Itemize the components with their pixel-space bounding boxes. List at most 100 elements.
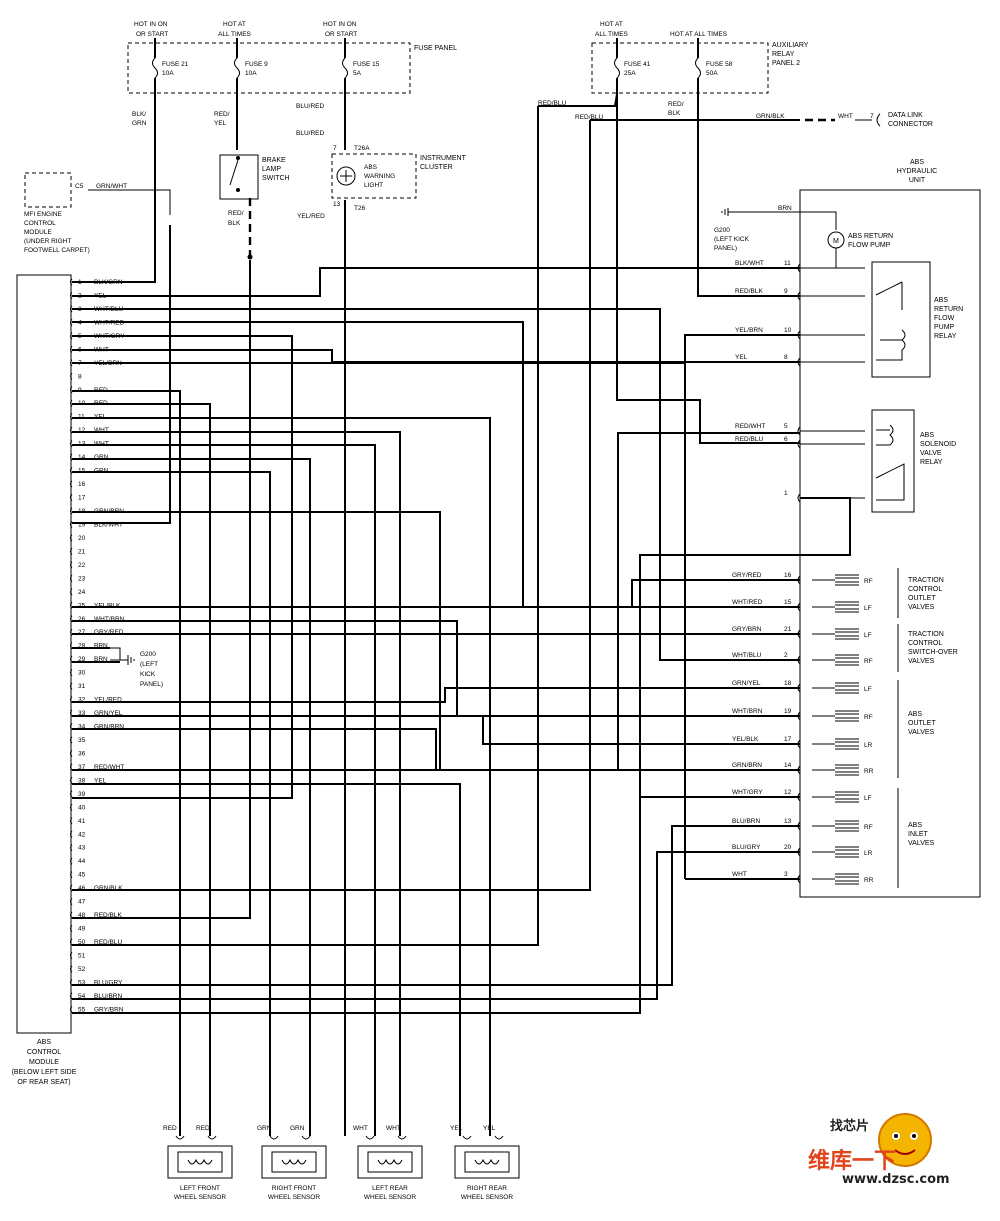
sensor-label: WHEEL SENSOR [461,1194,513,1201]
pin-socket [70,898,73,905]
svg-text:(BELOW LEFT SIDE: (BELOW LEFT SIDE [12,1069,77,1076]
pin-socket [70,817,73,825]
pin-socket [70,655,73,663]
svg-text:TRACTION: TRACTION [908,631,944,638]
pin-socket [70,574,73,582]
instrument-cluster: INSTRUMENT CLUSTER ABS WARNING LIGHT [331,153,467,199]
svg-text:VALVE: VALVE [920,450,942,457]
pin-wire-color: GRY/RED [94,629,124,636]
pin-wire-color: GRN/BLK [94,885,123,892]
svg-text:ABS: ABS [364,164,378,171]
abs-control-module: ABS CONTROL MODULE (BELOW LEFT SIDE OF R… [12,274,77,1086]
valve-position: RF [864,578,873,585]
hydraulic-pin-number: 13 [784,818,792,825]
valve-coil [812,791,859,803]
svg-text:10A: 10A [162,70,174,77]
valve-position: LF [864,686,872,693]
hydraulic-pin-color: WHT/GRY [732,789,763,796]
pin-socket [70,319,73,326]
pin-wire-color: GRN [94,454,109,461]
pin-wire-color: GRN/YEL [94,710,123,717]
hydraulic-pin-number: 9 [784,288,788,295]
pin-socket [70,642,73,650]
svg-text:ABS: ABS [910,159,924,166]
pin-socket [70,628,73,636]
pin-wire-color: YEL/BLK [94,602,121,609]
sensor-wire-b: WHT [386,1125,401,1132]
valve-coil [812,654,859,666]
hydraulic-pin-color: BLU/GRY [732,844,761,851]
watermark: 找芯片 维库一下 www.dzsc.com [808,1113,950,1187]
pin-number: 50 [78,939,86,946]
pin-socket [70,386,73,394]
svg-text:VALVES: VALVES [908,604,935,611]
valve-coil [812,601,859,613]
pin-number: 24 [78,589,86,596]
pin-number: 28 [78,643,86,650]
valve-position: LR [864,850,873,857]
pin-socket [70,278,73,286]
svg-text:5A: 5A [353,70,362,77]
sensor-label: WHEEL SENSOR [268,1194,320,1201]
pin-socket [70,871,73,879]
svg-text:ABS: ABS [908,822,922,829]
pin-socket [70,777,73,784]
pin-wire-color: GRN/BRN [94,724,124,731]
valve-coil [812,574,859,586]
ground-g200-right: BRN G200 (LEFT KICK PANEL) [714,205,837,252]
svg-text:PUMP: PUMP [934,324,955,331]
hydraulic-pin-socket [797,426,801,436]
sensor-wire-a: RED [163,1125,177,1132]
svg-text:GRN: GRN [132,120,147,127]
svg-text:INLET: INLET [908,831,929,838]
svg-text:ALL TIMES: ALL TIMES [595,31,629,38]
svg-text:T26: T26 [354,205,366,212]
svg-text:ABS: ABS [908,711,922,718]
sensor-label: LEFT FRONT [180,1185,220,1192]
pin-number: 22 [78,562,86,569]
pin-number: 25 [78,602,86,609]
svg-text:RELAY: RELAY [772,51,795,58]
abs-hydraulic-unit: ABS HYDRAULIC UNIT [799,159,981,898]
hydraulic-pin-number: 3 [784,871,788,878]
pin-number: 32 [78,697,86,704]
svg-text:OUTLET: OUTLET [908,595,936,602]
pin-socket [70,723,73,730]
svg-text:ABS: ABS [37,1039,51,1046]
pin-number: 17 [78,495,86,502]
svg-text:BRN: BRN [778,205,792,212]
svg-text:M: M [833,238,839,245]
pin-wire-color: GRY/BRN [94,1006,124,1013]
pin-number: 45 [78,872,86,879]
valve-position: LF [864,795,872,802]
sensor-label: RIGHT FRONT [272,1185,316,1192]
hydraulic-pin-number: 2 [784,652,788,659]
svg-text:SWITCH: SWITCH [262,175,290,182]
valve-coil [812,820,859,832]
hydraulic-pin-number: 21 [784,626,792,633]
svg-text:RED/BLU: RED/BLU [538,100,566,107]
fuse-21: FUSE 21 [162,61,189,68]
pin-number: 41 [78,818,86,825]
svg-text:BLK: BLK [668,110,681,117]
pin-wire-color: RED/WHT [94,764,124,771]
svg-text:RELAY: RELAY [934,333,957,340]
pin-number: 23 [78,575,86,582]
svg-text:KICK: KICK [140,671,156,678]
sensor-label: RIGHT REAR [467,1185,507,1192]
svg-text:HOT IN ON: HOT IN ON [323,21,357,28]
hydraulic-pin-number: 5 [784,423,788,430]
pin-socket [70,938,73,946]
hydraulic-pin-number: 8 [784,354,788,361]
valve-coil [812,846,859,858]
svg-text:UNIT: UNIT [909,177,926,184]
pin-socket [70,844,73,852]
pin-socket [70,440,73,447]
svg-text:ABS RETURN: ABS RETURN [848,233,893,240]
valve-group-labels: TRACTION CONTROL OUTLET VALVES TRACTION … [897,568,958,888]
svg-text:MODULE: MODULE [29,1059,59,1066]
valve-position: RF [864,714,873,721]
hydraulic-pin-color: WHT [732,871,747,878]
